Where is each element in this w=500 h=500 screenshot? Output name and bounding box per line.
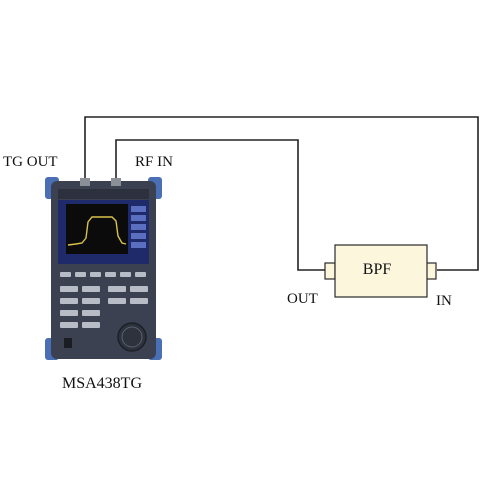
rf-in-cable [115,139,326,271]
bpf-label: BPF [362,261,392,278]
keypad [60,272,148,328]
bpf-out-label: OUT [287,291,318,307]
tg-out-port [80,178,90,186]
tg-out-cable [84,116,479,271]
msa438tg-analyzer [45,177,162,360]
filter-response-trace [67,216,127,246]
tg-out-label: TG OUT [3,154,58,170]
screen-menu-column [131,206,146,248]
screen-plot-area [66,204,128,254]
rf-in-port [111,178,121,186]
device-model-label: MSA438TG [62,375,143,392]
rf-in-label: RF IN [135,154,173,170]
device-brand-strip [58,189,149,199]
bpf-in-label: IN [436,293,452,309]
power-button [64,338,72,348]
bpf-box [334,244,428,298]
bpf-out-connector [324,262,336,280]
knob-ring [121,326,143,348]
